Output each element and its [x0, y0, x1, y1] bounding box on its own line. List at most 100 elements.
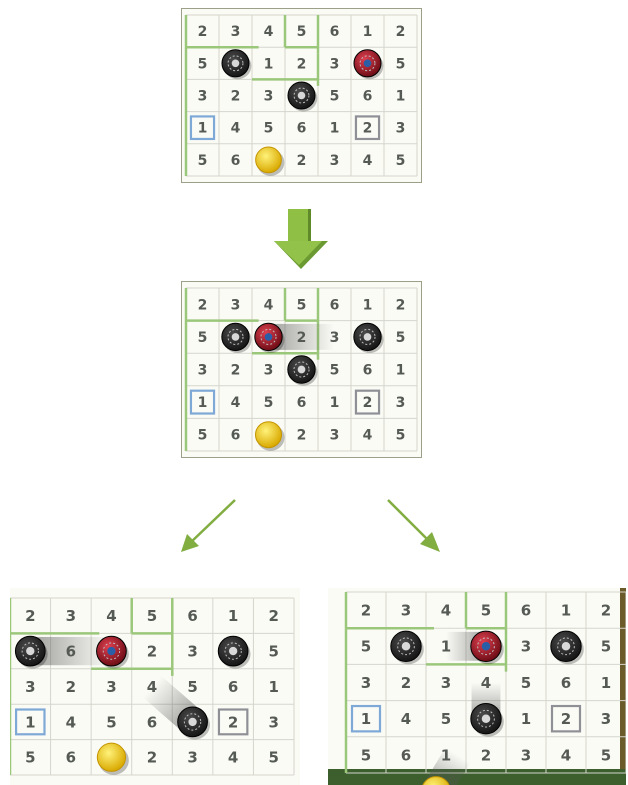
cell-number: 1	[268, 678, 278, 696]
cell-number: 4	[561, 746, 571, 764]
cell-number: 1	[561, 602, 571, 620]
cell-number: 4	[231, 121, 241, 137]
cell-number: 3	[396, 395, 406, 411]
cell-number: 3	[330, 428, 340, 444]
cell-number: 3	[66, 607, 76, 625]
cell-number: 4	[441, 602, 451, 620]
cell-number: 2	[297, 56, 307, 72]
board-grid: 234561262353234561145623562345	[10, 588, 300, 785]
cell-number: 5	[268, 643, 278, 661]
cell-number: 4	[363, 153, 373, 169]
cell-number: 5	[441, 710, 451, 728]
cell-number: 5	[106, 713, 116, 731]
cell-number: 2	[231, 363, 241, 379]
cell-number: 5	[396, 330, 406, 346]
cell-number: 3	[601, 710, 611, 728]
cell-number: 3	[198, 363, 208, 379]
cell-number: 5	[147, 607, 157, 625]
cell-number: 5	[198, 153, 208, 169]
cell-number: 2	[198, 24, 208, 40]
cell-number: 1	[396, 89, 406, 105]
cell-number: 5	[601, 746, 611, 764]
cell-number: 1	[441, 746, 451, 764]
board-option-right: 2345612513532345611451235612345	[328, 588, 626, 785]
cell-number: 2	[396, 297, 406, 313]
cell-number: 3	[401, 602, 411, 620]
cell-number: 6	[187, 607, 197, 625]
board-grid: 2345612513532345611451235612345	[328, 588, 626, 785]
cell-number: 1	[601, 674, 611, 692]
cell-number: 3	[231, 24, 241, 40]
cell-number: 5	[330, 89, 340, 105]
cell-number: 2	[268, 607, 278, 625]
cell-number: 6	[66, 643, 76, 661]
cell-number: 6	[363, 363, 373, 379]
cell-number: 1	[25, 713, 35, 731]
cell-number: 5	[264, 121, 274, 137]
cell-number: 1	[228, 607, 238, 625]
cell-number: 3	[330, 56, 340, 72]
cell-number: 2	[361, 602, 371, 620]
cell-number: 1	[198, 395, 208, 411]
cell-number: 3	[268, 713, 278, 731]
cell-number: 3	[330, 153, 340, 169]
cell-number: 6	[66, 749, 76, 767]
cell-number: 4	[106, 607, 116, 625]
cell-number: 1	[198, 121, 208, 137]
cell-number: 5	[330, 363, 340, 379]
cell-number: 3	[521, 638, 531, 656]
cell-number: 1	[363, 297, 373, 313]
cell-number: 5	[396, 153, 406, 169]
cell-number: 3	[198, 89, 208, 105]
cell-number: 1	[330, 121, 340, 137]
cell-number: 4	[66, 713, 76, 731]
cell-number: 5	[396, 428, 406, 444]
cell-number: 5	[264, 395, 274, 411]
cell-number: 4	[264, 24, 274, 40]
cell-number: 5	[297, 24, 307, 40]
cell-number: 5	[198, 330, 208, 346]
cell-number: 2	[66, 678, 76, 696]
cell-number: 2	[147, 749, 157, 767]
cell-number: 3	[231, 297, 241, 313]
cell-number: 1	[363, 24, 373, 40]
down-arrow-icon	[272, 207, 330, 271]
cell-number: 3	[106, 678, 116, 696]
cell-number: 2	[25, 607, 35, 625]
cell-number: 2	[297, 153, 307, 169]
cell-number: 6	[363, 89, 373, 105]
cell-number: 1	[330, 395, 340, 411]
cell-number: 5	[521, 674, 531, 692]
arrow-down-right-icon	[384, 496, 446, 556]
cell-number: 4	[231, 395, 241, 411]
cell-number: 5	[361, 746, 371, 764]
cell-number: 2	[561, 710, 571, 728]
cell-number: 5	[198, 428, 208, 444]
cell-number: 2	[297, 428, 307, 444]
cell-number: 3	[187, 749, 197, 767]
cell-number: 5	[481, 602, 491, 620]
cell-number: 3	[441, 674, 451, 692]
cell-number: 2	[297, 330, 307, 346]
cell-number: 5	[25, 749, 35, 767]
cell-number: 1	[396, 363, 406, 379]
cell-number: 4	[228, 749, 238, 767]
cell-number: 2	[231, 89, 241, 105]
cell-number: 6	[401, 746, 411, 764]
cell-number: 4	[264, 297, 274, 313]
cell-number: 2	[363, 395, 373, 411]
cell-number: 5	[297, 297, 307, 313]
cell-number: 6	[561, 674, 571, 692]
cell-number: 6	[521, 602, 531, 620]
cell-number: 6	[147, 713, 157, 731]
cell-number: 5	[268, 749, 278, 767]
cell-number: 2	[363, 121, 373, 137]
cell-number: 6	[330, 297, 340, 313]
cell-number: 2	[401, 674, 411, 692]
cell-number: 6	[231, 153, 241, 169]
cell-number: 1	[361, 710, 371, 728]
cell-number: 5	[187, 678, 197, 696]
cell-number: 6	[297, 121, 307, 137]
